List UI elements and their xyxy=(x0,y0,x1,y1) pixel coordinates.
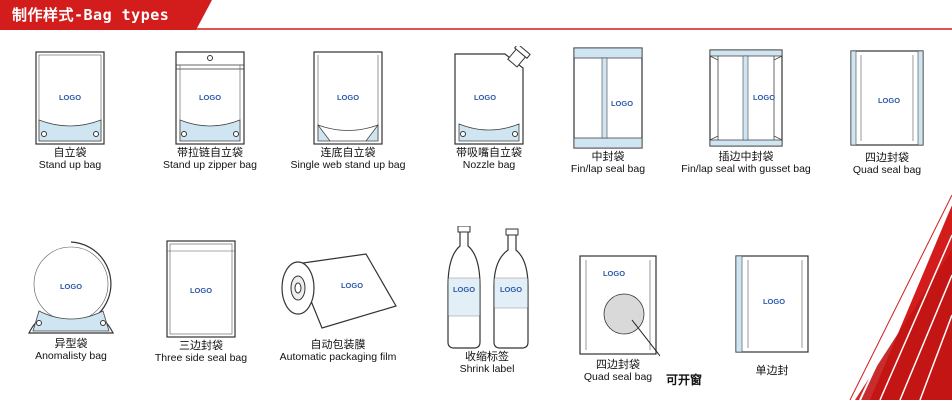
bag-single-web: LOGO 连底自立袋 Single web stand up bag xyxy=(273,50,423,172)
quad-seal-bag-icon: LOGO xyxy=(850,50,924,146)
stand-up-bag-icon: LOGO xyxy=(35,51,105,145)
bag-fin-lap-seal: LOGO 中封袋 Fin/lap seal bag xyxy=(533,46,683,176)
logo-text: LOGO xyxy=(500,285,522,294)
page-title: 制作样式-Bag types xyxy=(12,6,170,24)
bag-label-cn: 单边封 xyxy=(755,364,789,377)
bag-anomalisty: LOGO 异型袋 Anomalisty bag xyxy=(0,237,146,363)
bag-label-en: Stand up bag xyxy=(38,159,102,171)
logo-text: LOGO xyxy=(199,93,221,102)
bag-stand-up-zipper: LOGO 带拉链自立袋 Stand up zipper bag xyxy=(135,50,285,172)
nozzle-bag-icon: LOGO xyxy=(454,46,531,145)
bag-label-cn: 自立袋 xyxy=(53,146,87,159)
logo-text: LOGO xyxy=(753,93,775,102)
bag-label-en: Fin/lap seal bag xyxy=(570,163,646,175)
logo-text: LOGO xyxy=(453,285,475,294)
logo-text: LOGO xyxy=(341,281,363,290)
shrink-label: LOGO LOGO 收缩标签 Shrink label xyxy=(412,226,562,376)
bag-nozzle: LOGO 带吸嘴自立袋 Nozzle bag xyxy=(414,46,564,172)
logo-text: LOGO xyxy=(474,93,496,102)
bag-label-cn: 连底自立袋 xyxy=(320,146,376,159)
logo-text: LOGO xyxy=(60,282,82,291)
bag-label-en: Stand up zipper bag xyxy=(163,159,257,171)
logo-text: LOGO xyxy=(611,99,633,108)
bottles-icon: LOGO LOGO xyxy=(447,226,529,349)
bag-label-en: Anomalisty bag xyxy=(35,350,107,362)
header-bar: 制作样式-Bag types xyxy=(0,0,952,30)
single-web-bag-icon: LOGO xyxy=(313,51,383,145)
bag-label-en: Shrink label xyxy=(459,363,515,375)
bag-label-cn: 三边封袋 xyxy=(179,339,223,352)
bag-label-cn: 收缩标签 xyxy=(465,350,509,363)
shaped-bag-icon: LOGO xyxy=(28,241,114,334)
bag-label-cn: 四边封袋 xyxy=(865,151,909,164)
bag-label-cn: 自动包装膜 xyxy=(310,338,366,351)
bag-label-en: Quad seal bag xyxy=(852,164,922,176)
bag-single-side-seal: LOGO 单边封 xyxy=(697,252,847,377)
bag-label-en: Quad seal bag xyxy=(583,371,653,383)
bag-quad-seal: LOGO 四边封袋 Quad seal bag xyxy=(812,47,952,177)
film-roll-icon: LOGO xyxy=(281,253,397,329)
logo-text: LOGO xyxy=(337,93,359,102)
fin-seal-bag-icon: LOGO xyxy=(573,47,643,149)
header-bar-shape xyxy=(0,0,952,30)
gusset-bag-icon: LOGO xyxy=(709,49,783,147)
single-seal-bag-icon: LOGO xyxy=(735,255,809,353)
bag-label-cn: 带拉链自立袋 xyxy=(177,146,243,159)
bag-label-cn: 中封袋 xyxy=(591,150,625,163)
zipper-bag-icon: LOGO xyxy=(175,51,245,145)
bag-three-side-seal: LOGO 三边封袋 Three side seal bag xyxy=(126,239,276,365)
logo-text: LOGO xyxy=(603,269,625,278)
bag-label-cn: 带吸嘴自立袋 xyxy=(456,146,522,159)
bag-label-en: Single web stand up bag xyxy=(290,159,406,171)
bag-label-cn: 四边封袋 xyxy=(596,358,640,371)
bag-stand-up: LOGO 自立袋 Stand up bag xyxy=(0,50,145,172)
red-fan-decoration xyxy=(849,195,952,400)
bag-label-en: Nozzle bag xyxy=(462,159,516,171)
logo-text: LOGO xyxy=(763,297,785,306)
bag-label-en: Three side seal bag xyxy=(154,352,248,364)
bag-label-cn: 异型袋 xyxy=(54,337,88,350)
three-side-seal-icon: LOGO xyxy=(166,240,236,338)
bag-label-en: Fin/lap seal with gusset bag xyxy=(681,163,811,175)
bag-label-cn: 插边中封袋 xyxy=(718,150,774,163)
logo-text: LOGO xyxy=(59,93,81,102)
bag-packaging-film: LOGO 自动包装膜 Automatic packaging film xyxy=(268,250,408,364)
window-bag-icon: LOGO xyxy=(579,255,660,357)
bag-quad-seal-window: LOGO 四边封袋 Quad seal bag xyxy=(543,252,693,384)
bag-fin-gusset: LOGO 插边中封袋 Fin/lap seal with gusset bag xyxy=(671,46,821,176)
bag-label-en: Automatic packaging film xyxy=(279,351,397,363)
window-label: 可开窗 xyxy=(666,373,703,387)
logo-text: LOGO xyxy=(878,96,900,105)
logo-text: LOGO xyxy=(190,286,212,295)
